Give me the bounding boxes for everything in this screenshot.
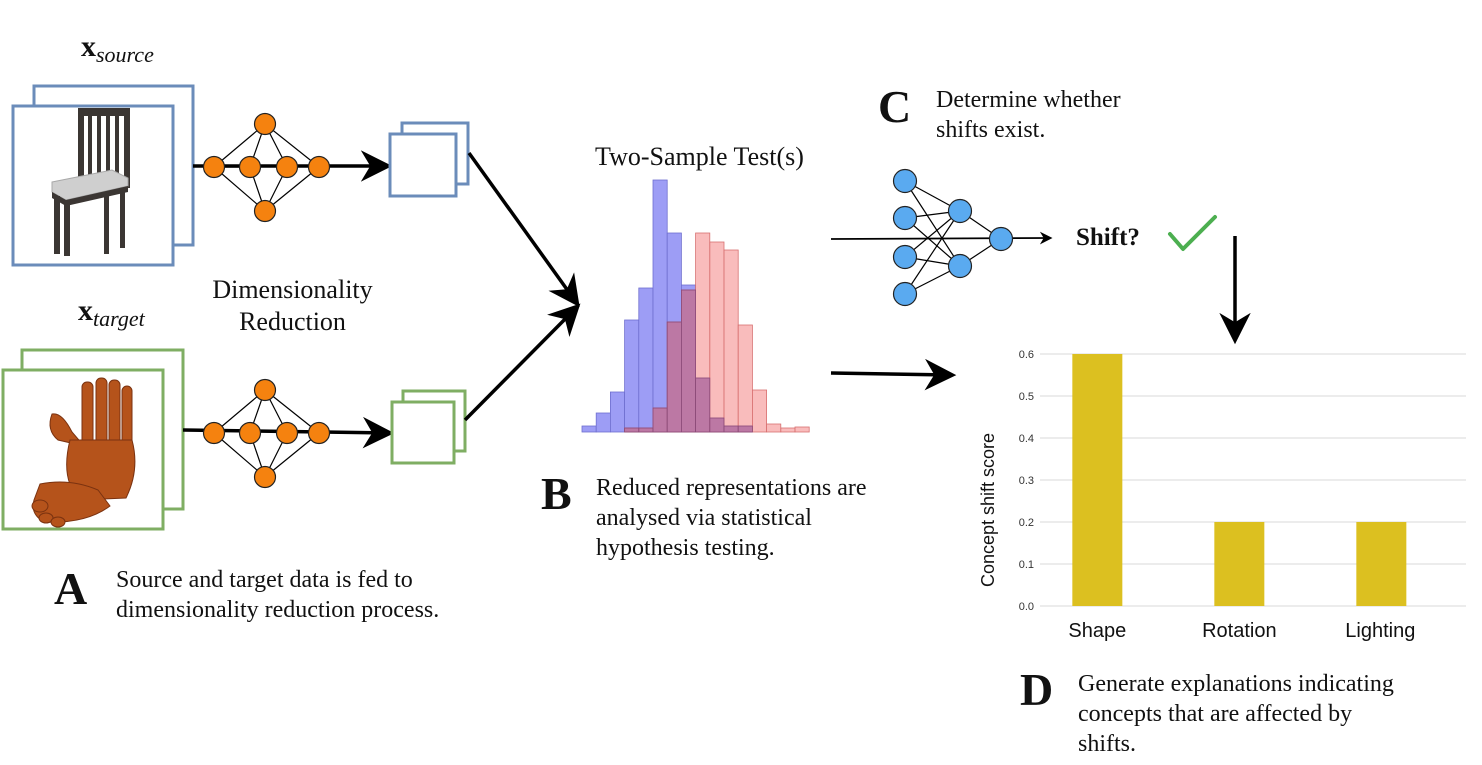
histogram-bar-overlap (709, 417, 725, 433)
step-c-line-1: Determine whether (936, 87, 1121, 113)
histogram-bar-source (638, 287, 654, 433)
histogram-bar-target (794, 426, 810, 433)
step-d-letter: D (1020, 664, 1054, 715)
chart-bar-shape (1072, 354, 1123, 606)
step-b-line-2: analysed via statistical (596, 505, 812, 531)
classifier-nodes (892, 168, 1014, 307)
chart-y-tick-label: 0.1 (1019, 559, 1034, 571)
histogram-bar-overlap (652, 407, 668, 433)
chart-x-tick-label: Lighting (1345, 620, 1415, 642)
step-c-line-2: shifts exist. (936, 117, 1046, 143)
chart-bar-rotation (1214, 522, 1265, 606)
histogram-bar-target (737, 324, 753, 433)
target-image-stack (1, 348, 185, 531)
chart-x-tick-label: Rotation (1202, 620, 1277, 642)
histogram-bar-target (709, 241, 725, 433)
chart-y-tick-label: 0.5 (1019, 391, 1034, 403)
histogram-bar-source (581, 425, 597, 433)
chair-icon (51, 108, 130, 256)
target-label-x: x (78, 294, 93, 327)
step-a-caption: Source and target data is fed to dimensi… (116, 565, 439, 625)
two-sample-test-label: Two-Sample Test(s) (595, 142, 804, 171)
step-a-line-2: dimensionality reduction process. (116, 597, 440, 623)
chart-x-tick-label: Shape (1068, 620, 1126, 642)
shift-question-label: Shift? (1076, 224, 1140, 251)
dim-reduction-label: Dimensionality Reduction (190, 274, 395, 338)
arrow-target-to-test (463, 303, 581, 422)
histogram-bar-source (610, 391, 626, 433)
source-label: xsource (81, 30, 154, 67)
histogram-bar-overlap (723, 425, 739, 433)
dim-reduction-line-1: Dimensionality (212, 275, 373, 304)
step-b-line-1: Reduced representations are (596, 475, 867, 501)
step-d-line-2: concepts that are affected by (1078, 701, 1353, 727)
step-a-letter: A (54, 563, 88, 614)
chart-y-tick-label: 0.6 (1019, 349, 1034, 361)
histogram-bar-overlap (624, 427, 640, 433)
step-b-line-3: hypothesis testing. (596, 535, 775, 561)
nodes-source (202, 112, 331, 223)
histogram-bar-target (752, 389, 768, 433)
histogram-bar-target (766, 423, 782, 433)
target-label-subscript: target (93, 306, 145, 331)
chart-y-tick-label: 0.2 (1019, 517, 1034, 529)
chart-y-tick-label: 0.3 (1019, 475, 1034, 487)
step-d-caption: Generate explanations indicating concept… (1078, 669, 1394, 759)
arrow-source-to-test (467, 151, 580, 308)
source-label-x: x (81, 30, 96, 63)
chart-y-tick-label: 0.0 (1019, 601, 1034, 613)
two-sample-histogram (581, 179, 810, 433)
source-image-stack (11, 84, 195, 267)
nodes-target (202, 378, 331, 489)
dim-reduction-line-2: Reduction (239, 307, 346, 336)
histogram-bar-overlap (638, 427, 654, 433)
histogram-bar-overlap (666, 321, 682, 433)
step-d-line-1: Generate explanations indicating (1078, 671, 1394, 697)
histogram-bar-overlap (695, 377, 711, 433)
step-a-line-1: Source and target data is fed to (116, 567, 413, 593)
arrow-test-to-explanations (830, 358, 957, 391)
step-b-letter: B (541, 468, 572, 519)
arrow-test-to-classifier (830, 231, 1053, 245)
histogram-bar-overlap (681, 289, 697, 433)
reduced-target-stack (390, 389, 467, 465)
histogram-bar-overlap (737, 425, 753, 433)
histogram-bar-target (723, 249, 739, 433)
reduced-source-stack (388, 121, 470, 198)
step-c-letter: C (878, 81, 912, 132)
step-d-line-3: shifts. (1078, 731, 1137, 757)
checkmark-icon (1168, 215, 1217, 251)
target-label: xtarget (78, 294, 145, 331)
histogram-bar-source (652, 179, 668, 433)
step-c-caption: Determine whether shifts exist. (936, 85, 1121, 145)
histogram-bar-source (595, 412, 611, 433)
chart-bar-lighting (1356, 522, 1407, 606)
hand-chair-icon (31, 377, 136, 528)
histogram-bar-source (624, 319, 640, 433)
source-label-subscript: source (96, 42, 154, 67)
step-b-caption: Reduced representations are analysed via… (596, 473, 867, 563)
chart-y-axis-label: Concept shift score (978, 433, 998, 587)
chart-y-tick-label: 0.4 (1019, 433, 1034, 445)
histogram-bar-target (780, 427, 796, 433)
